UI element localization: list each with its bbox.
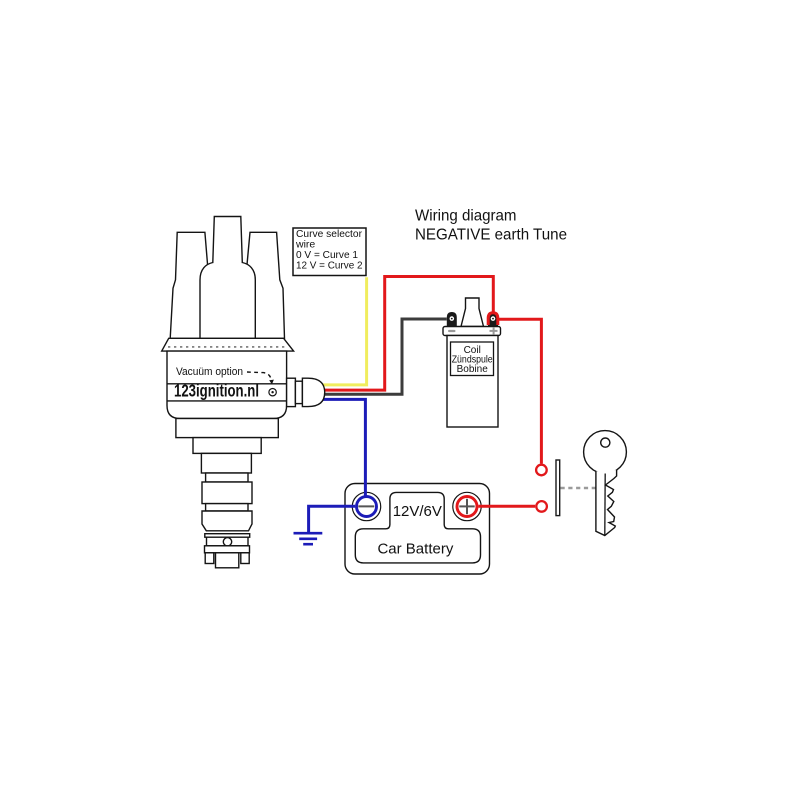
svg-text:wire: wire — [295, 238, 315, 250]
svg-text:Coil: Coil — [464, 345, 481, 356]
svg-text:Bobine: Bobine — [457, 364, 489, 375]
svg-text:NEGATIVE earth Tune: NEGATIVE earth Tune — [415, 227, 567, 244]
svg-text:0 V = Curve 1: 0 V = Curve 1 — [296, 249, 358, 261]
svg-text:Car Battery: Car Battery — [377, 541, 453, 558]
svg-text:Vacuüm option: Vacuüm option — [176, 366, 243, 378]
svg-text:123ignition.nl: 123ignition.nl — [174, 381, 259, 401]
svg-text:Zündspule: Zündspule — [452, 354, 493, 365]
svg-text:12V/6V: 12V/6V — [393, 503, 442, 520]
svg-text:Curve selector: Curve selector — [296, 228, 362, 240]
svg-text:Wiring diagram: Wiring diagram — [415, 208, 517, 225]
svg-text:12 V = Curve 2: 12 V = Curve 2 — [296, 259, 363, 271]
